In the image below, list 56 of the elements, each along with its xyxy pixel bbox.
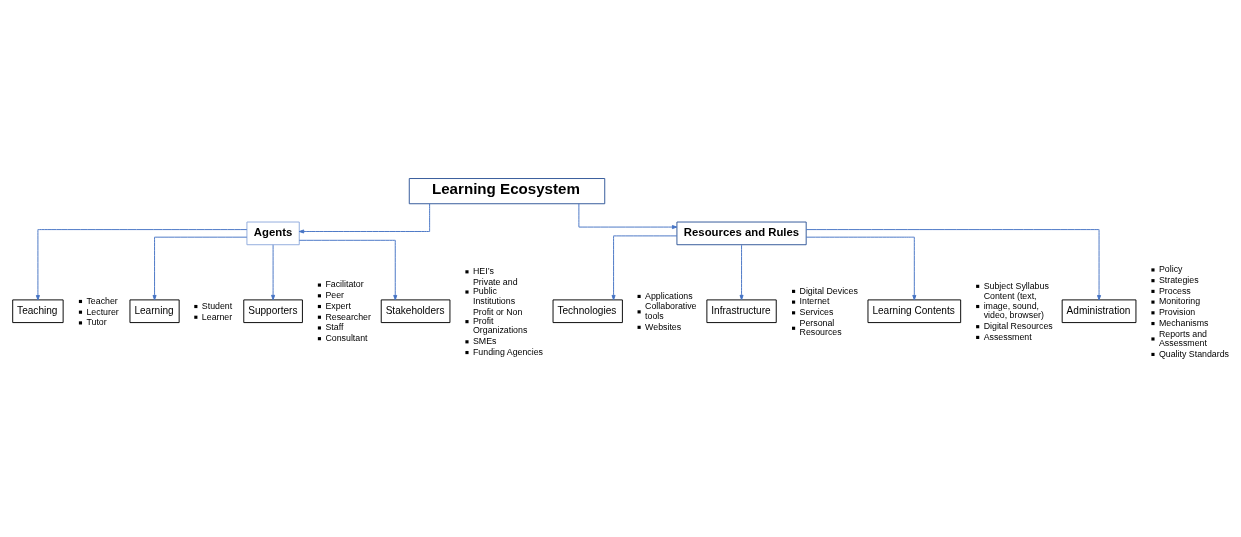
node-box: Administration (1061, 298, 1137, 323)
node-box: Resources and Rules (676, 221, 807, 245)
node-label: Staff (325, 321, 344, 332)
node-label: Tutor (86, 316, 107, 327)
node-box: Teaching (12, 298, 64, 323)
node-label: Consultant (325, 332, 368, 343)
node-box: Learning Ecosystem (408, 177, 606, 204)
arrow (805, 236, 917, 300)
node-box: Technologies (552, 298, 623, 323)
node-box: Agents (246, 221, 300, 245)
node-label: Expert (325, 300, 351, 311)
node-label: Applications (645, 290, 693, 301)
node-label: Mechanisms (1158, 317, 1209, 328)
node-box: Learning Contents (867, 298, 962, 323)
node-label: Assessment (983, 331, 1032, 342)
node-label: Profit or Non Profit Organizations (472, 306, 528, 335)
node-label: Learner (201, 311, 233, 322)
arrow (35, 228, 248, 300)
arrow (298, 202, 431, 233)
node-label: Internet (799, 295, 830, 306)
node-label: Services (799, 306, 834, 317)
node-label: Digital Resources (983, 320, 1053, 331)
node-label: Process (1158, 285, 1191, 296)
node-label: Personal Resources (799, 317, 842, 337)
node-label: HEI’s (472, 265, 494, 276)
node-label: Researcher (325, 311, 371, 322)
node-label: Websites (645, 321, 682, 332)
node-label: Peer (325, 289, 345, 300)
arrow (805, 228, 1102, 300)
arrow (298, 239, 398, 300)
node-box: Infrastructure (706, 298, 777, 323)
node-label: Facilitator (325, 278, 364, 289)
node-label: Teacher (86, 295, 118, 306)
node-label: Student (201, 300, 233, 311)
node-label: Private and Public Institutions (472, 276, 518, 306)
node-label: Policy (1158, 263, 1183, 274)
node-label: Provision (1158, 306, 1196, 317)
arrow (739, 243, 744, 300)
node-label: Strategies (1158, 274, 1199, 285)
node-box: Supporters (243, 298, 303, 323)
arrow (271, 243, 276, 300)
node-box: Learning (129, 298, 180, 323)
arrow (578, 202, 678, 229)
node-label: Quality Standards (1158, 348, 1230, 359)
node-label: SMEs (472, 335, 497, 346)
arrow (152, 236, 248, 300)
node-label: Lecturer (86, 306, 119, 317)
node-label: Monitoring (1158, 295, 1201, 306)
node-label: Content (text, image, sound, video, browser) (983, 290, 1044, 320)
node-label: Funding Agencies (472, 346, 544, 357)
arrow (611, 234, 678, 300)
node-label: Collaborative tools (645, 300, 697, 321)
node-label: Reports and Assessment (1158, 328, 1207, 348)
node-label: Digital Devices (799, 285, 858, 296)
node-box: Stakeholders (380, 298, 451, 323)
node-label: Subject Syllabus (983, 280, 1049, 291)
